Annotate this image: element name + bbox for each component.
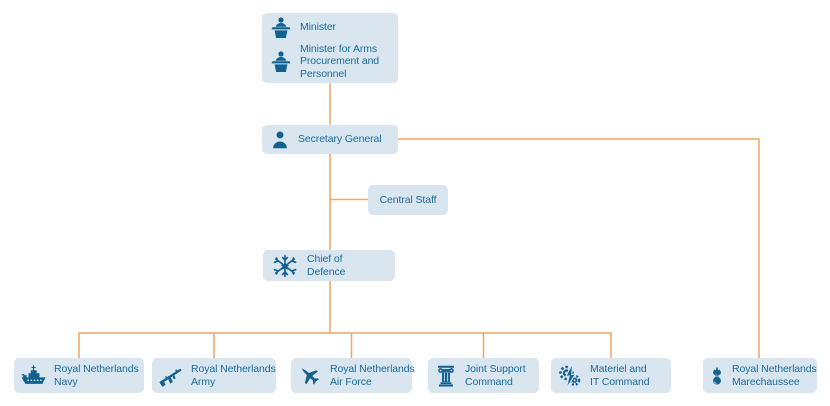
person-icon [269, 129, 291, 151]
node-army[interactable]: Royal Netherlands Army [152, 358, 276, 393]
lectern-icon [269, 50, 293, 74]
node-minister[interactable]: Minister Minister for Arms Procurement a… [262, 13, 398, 83]
node-marechaussee[interactable]: Royal Netherlands Marechaussee [703, 358, 817, 393]
node-label: Joint Support Command [465, 362, 526, 388]
minister-row: Minister [269, 16, 391, 40]
node-label: Central Staff [379, 193, 437, 206]
node-label: Minister for Arms Procurement and Person… [300, 42, 380, 80]
node-secretary-general[interactable]: Secretary General [262, 125, 398, 154]
node-joint-support[interactable]: Joint Support Command [428, 358, 539, 393]
fighter-jet-icon [297, 363, 323, 389]
node-label: Royal Netherlands Air Force [330, 362, 415, 388]
node-label: Minister [300, 21, 336, 34]
warship-icon [20, 364, 47, 387]
column-icon [434, 363, 458, 388]
node-label: Royal Netherlands Navy [54, 362, 139, 388]
node-label: Secretary General [298, 133, 382, 146]
node-navy[interactable]: Royal Netherlands Navy [14, 358, 144, 393]
node-label: Royal Netherlands Marechaussee [732, 362, 817, 388]
node-label: Chief of Defence [307, 252, 346, 278]
node-central-staff[interactable]: Central Staff [368, 185, 448, 215]
node-air-force[interactable]: Royal Netherlands Air Force [291, 358, 415, 393]
node-materiel-it[interactable]: Materiel and IT Command [551, 358, 671, 393]
node-label: Royal Netherlands Army [191, 362, 276, 388]
node-label: Materiel and IT Command [590, 362, 650, 388]
crossed-batons-star-icon [270, 253, 300, 279]
gears-lightning-icon [557, 362, 583, 389]
flaming-grenade-icon [708, 363, 726, 389]
minister-arms-row: Minister for Arms Procurement and Person… [269, 43, 391, 81]
rifle-icon [158, 363, 184, 389]
node-chief-of-defence[interactable]: Chief of Defence [263, 250, 395, 281]
lectern-icon [269, 16, 293, 40]
